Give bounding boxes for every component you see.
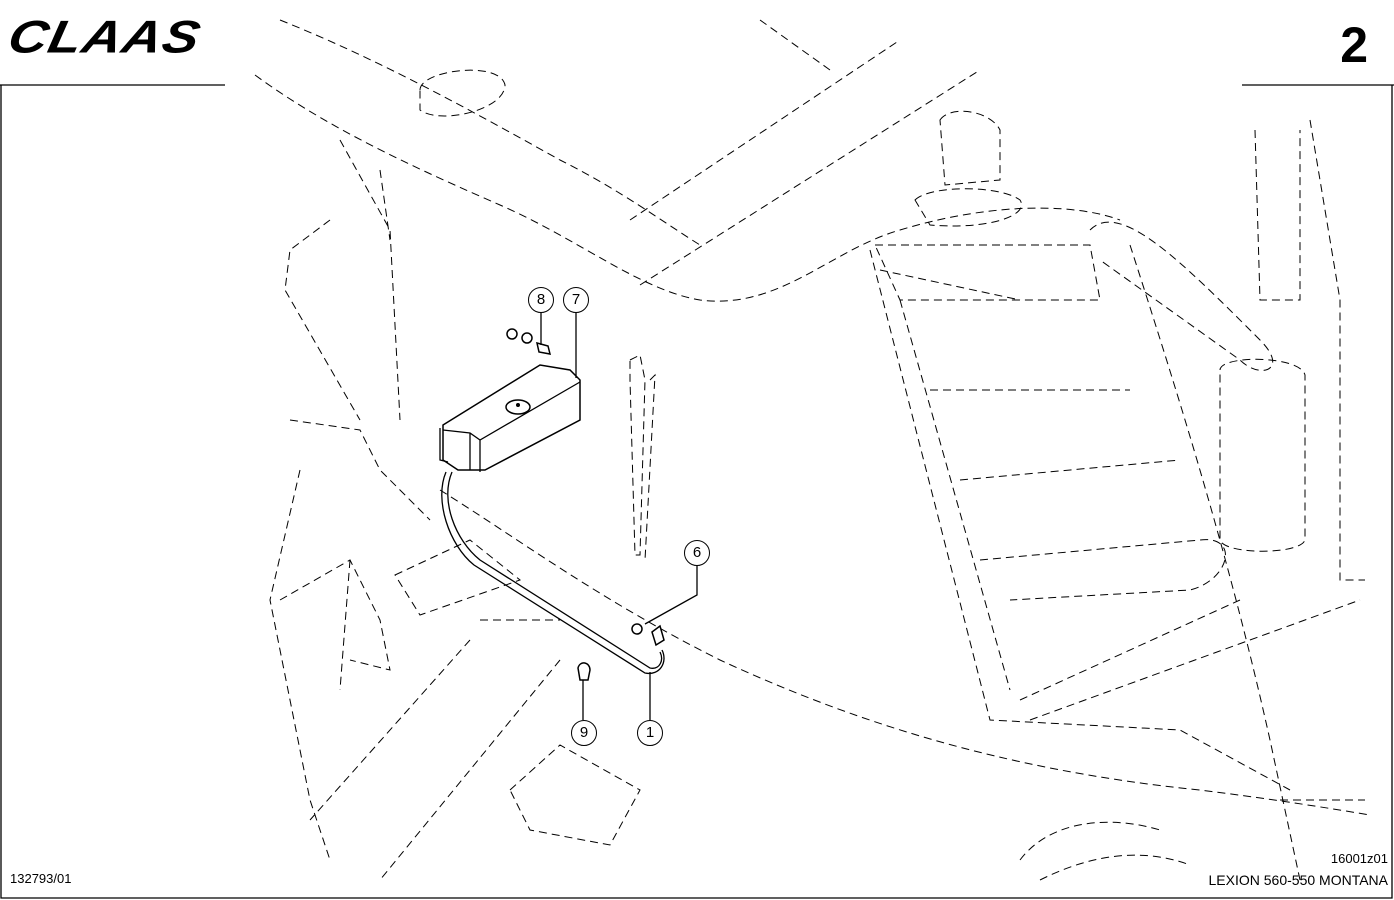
- figure-number: 16001z01: [1330, 851, 1388, 866]
- washer-fluid-tank: [439, 364, 581, 472]
- callout-9: 9: [571, 720, 597, 746]
- washer-hose: [441, 471, 665, 675]
- callout-8: 8: [528, 287, 554, 313]
- callout-7: 7: [563, 287, 589, 313]
- cab-outline-dashed: [254, 19, 1371, 881]
- claas-logo: CLAAS: [3, 11, 206, 63]
- leader-lines: [540, 313, 698, 720]
- page-frame: [0, 84, 1394, 899]
- screw-and-washers: [506, 328, 552, 355]
- callout-6: 6: [684, 540, 710, 566]
- callout-1: 1: [637, 720, 663, 746]
- wiper-arm-dashed: [629, 354, 656, 561]
- washer-nozzle: [631, 623, 665, 647]
- page-number: 2: [1340, 17, 1368, 73]
- document-number: 132793/01: [10, 871, 72, 886]
- hose-clip: [577, 662, 591, 681]
- machine-model: LEXION 560-550 MONTANA: [1208, 872, 1388, 888]
